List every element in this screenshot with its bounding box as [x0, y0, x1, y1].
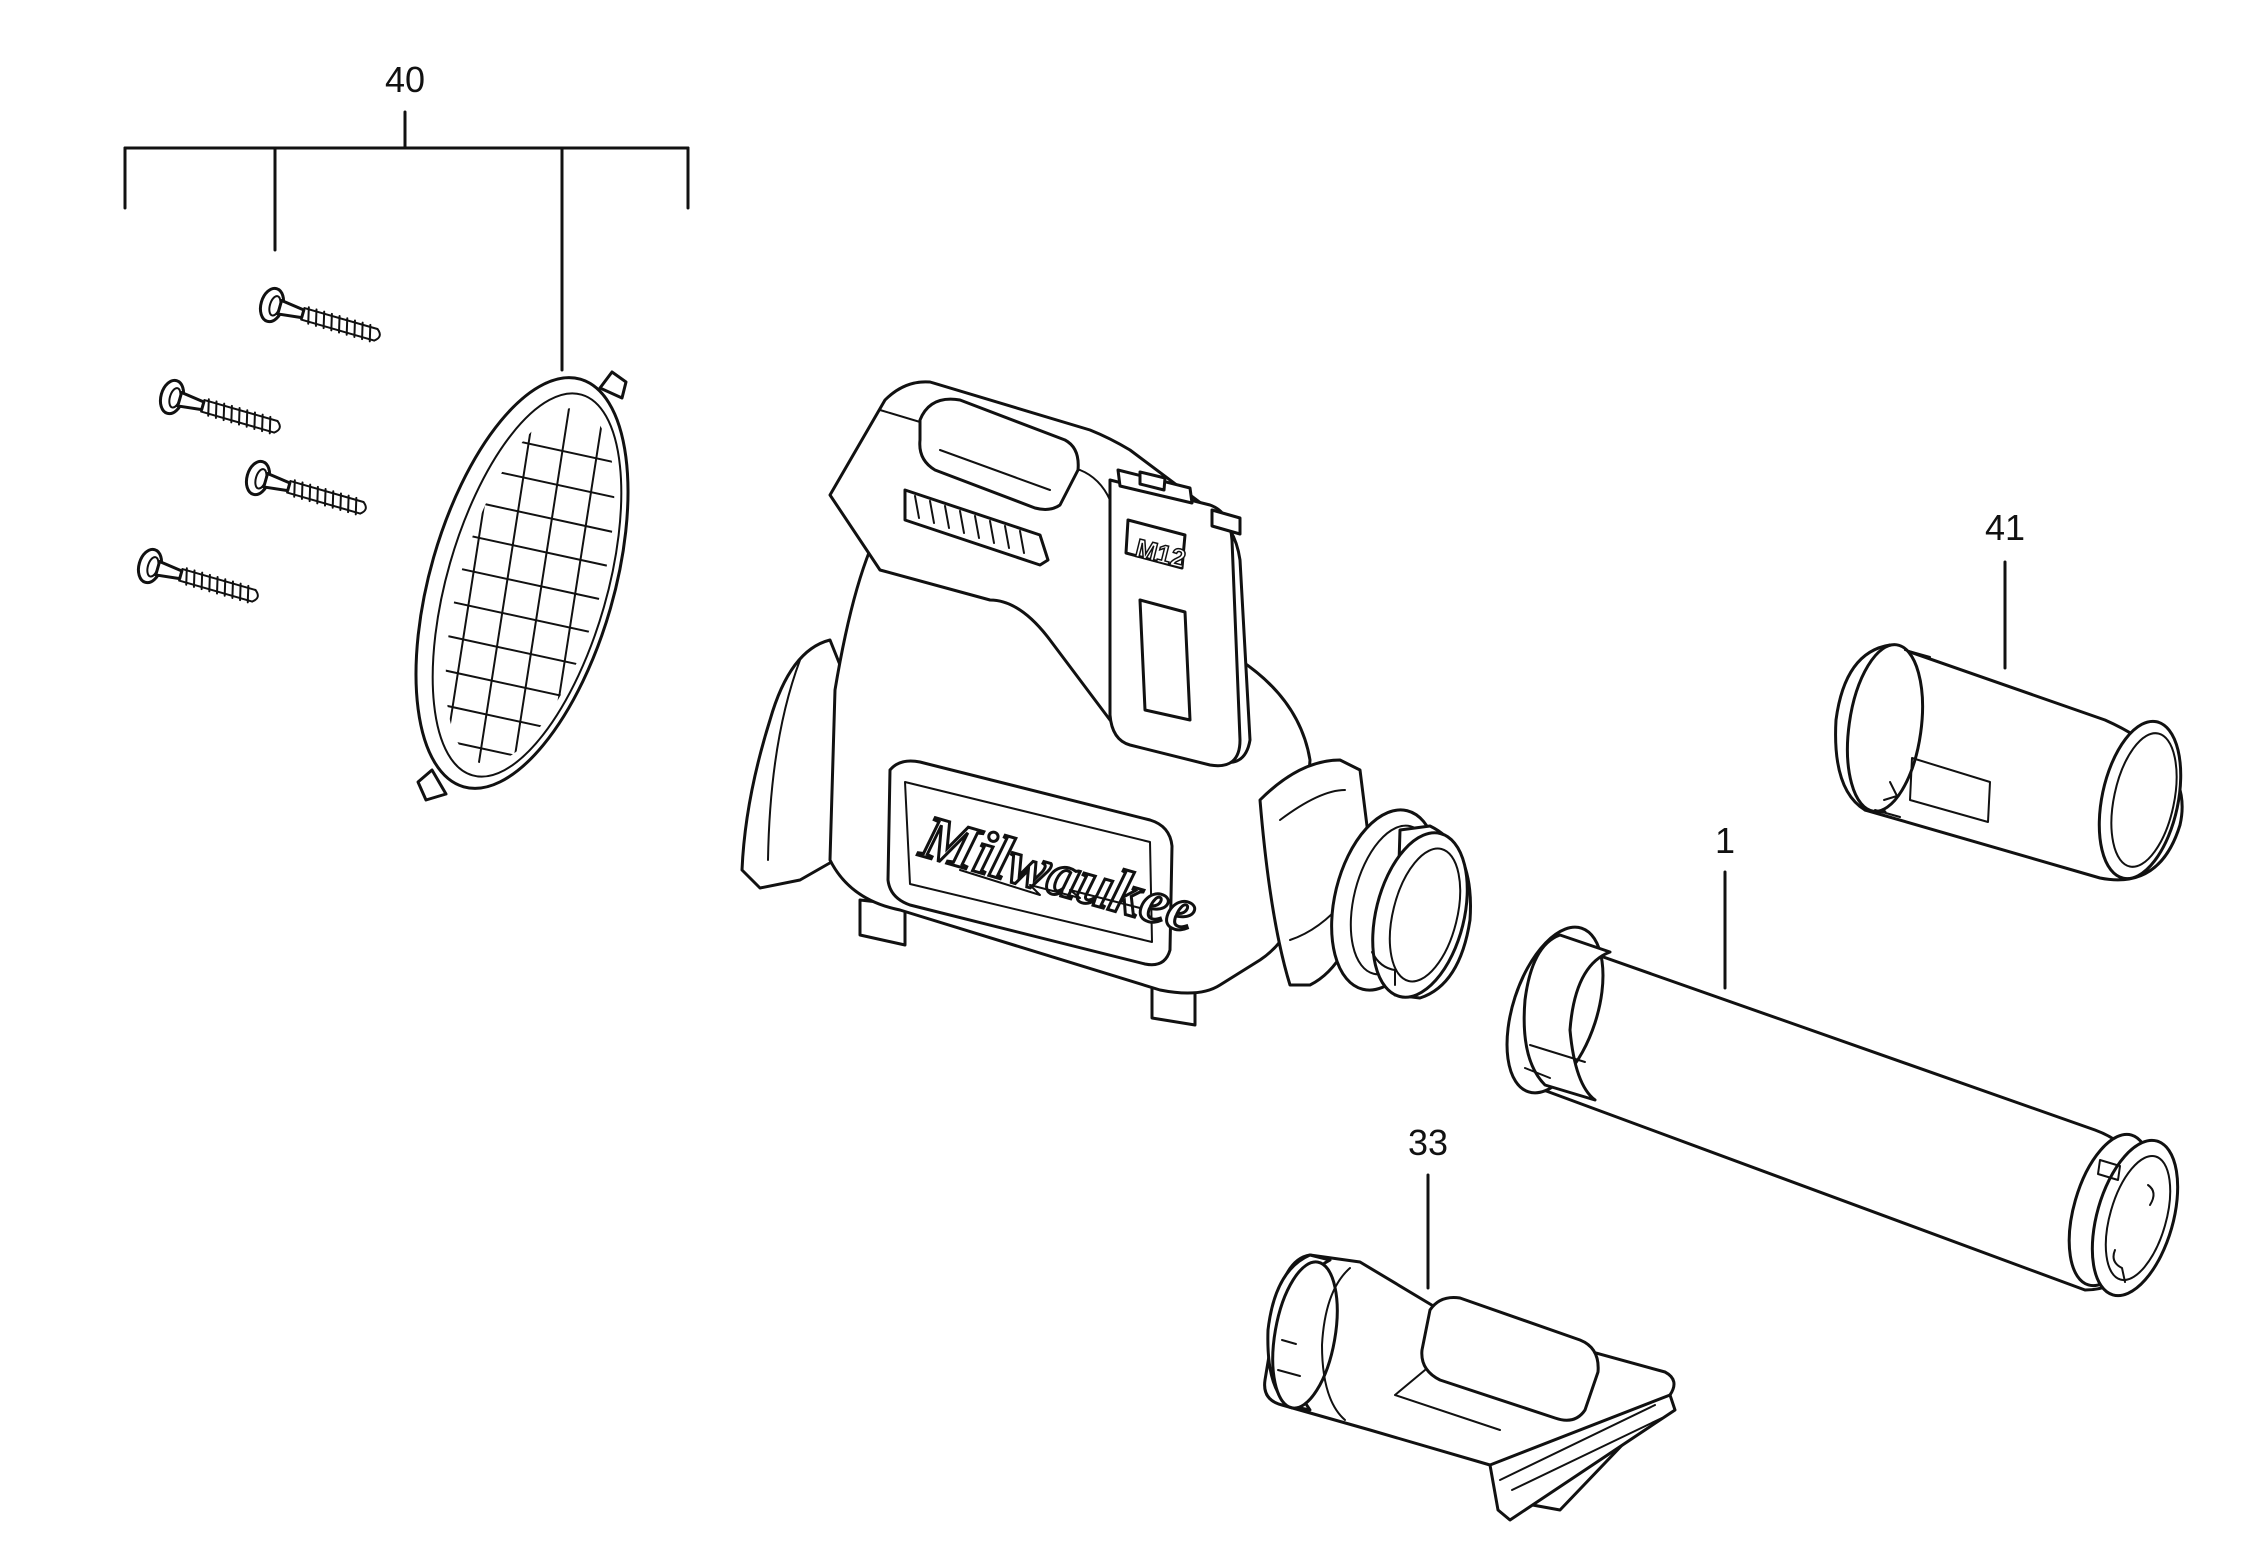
callout-33: 33: [1408, 1122, 1448, 1163]
callout-41: 41: [1985, 507, 2025, 548]
screw-3: [241, 457, 372, 527]
inlet-grille: [411, 370, 649, 802]
long-nozzle: [1834, 643, 2184, 882]
flat-nozzle: [1263, 1253, 1677, 1522]
screw-4: [133, 545, 264, 615]
screw-1: [255, 284, 386, 354]
callout-40: 40: [385, 59, 425, 100]
blower-housing: M12 Milwaukee: [740, 380, 1472, 1027]
callout-1: 1: [1715, 820, 1735, 861]
extension-tube: [1505, 925, 2180, 1298]
callout-40-bracket: [123, 110, 690, 372]
screw-2: [155, 376, 286, 446]
